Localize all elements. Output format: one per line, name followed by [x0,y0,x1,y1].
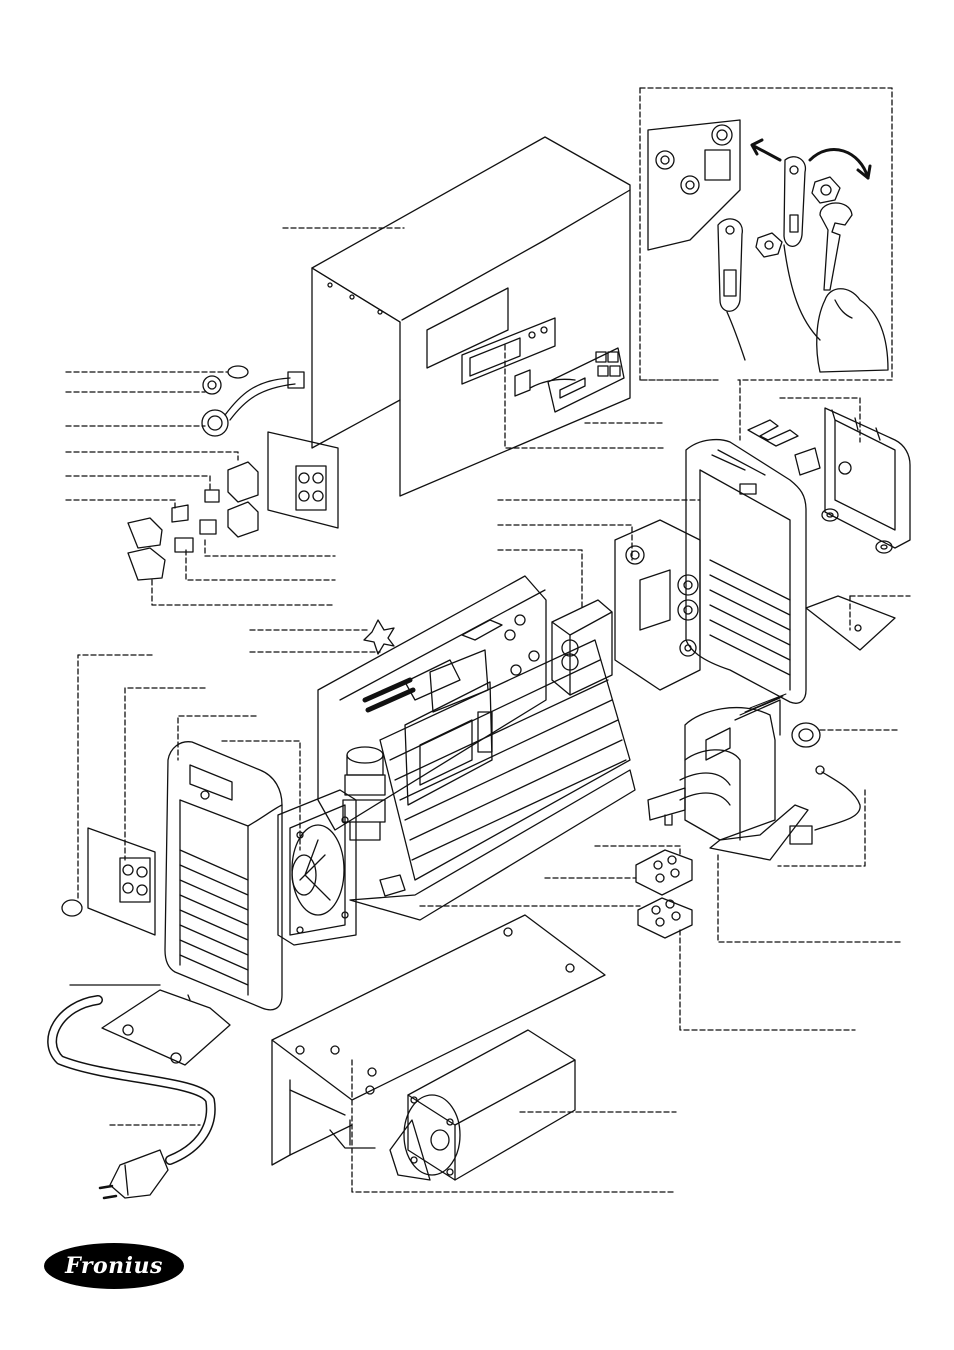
housing-cover [311,136,631,497]
rear-panel-frame [614,438,807,704]
handle-knob [363,619,395,655]
leader-lines-left [65,371,381,901]
control-panel-display [461,317,556,385]
current-socket-assembly [127,365,339,581]
control-panel-foil-keypad [514,347,625,413]
capacitor [389,1029,576,1181]
front-socket-panel [87,827,156,936]
ferrite-ring [791,722,821,748]
rectifier-module-1 [635,849,693,896]
logo-brand-text: Fronius [65,1253,163,1279]
base-plate [271,914,606,1166]
logo-ellipse-shape [44,1243,184,1289]
rectifier-module-2 [637,897,693,939]
rectifier-block [551,599,613,696]
rear-cover-plate [747,407,911,554]
ground-cable [789,765,861,845]
transformer [647,693,809,861]
wrench-detail-inset [639,87,893,381]
front-panel-frame [164,741,283,1011]
fan [277,789,357,946]
foot [61,899,83,917]
fronius-logo: Fronius [44,1243,184,1289]
main-pcb [317,575,636,921]
insulation-plate [805,595,896,651]
mains-cable [47,984,231,1200]
